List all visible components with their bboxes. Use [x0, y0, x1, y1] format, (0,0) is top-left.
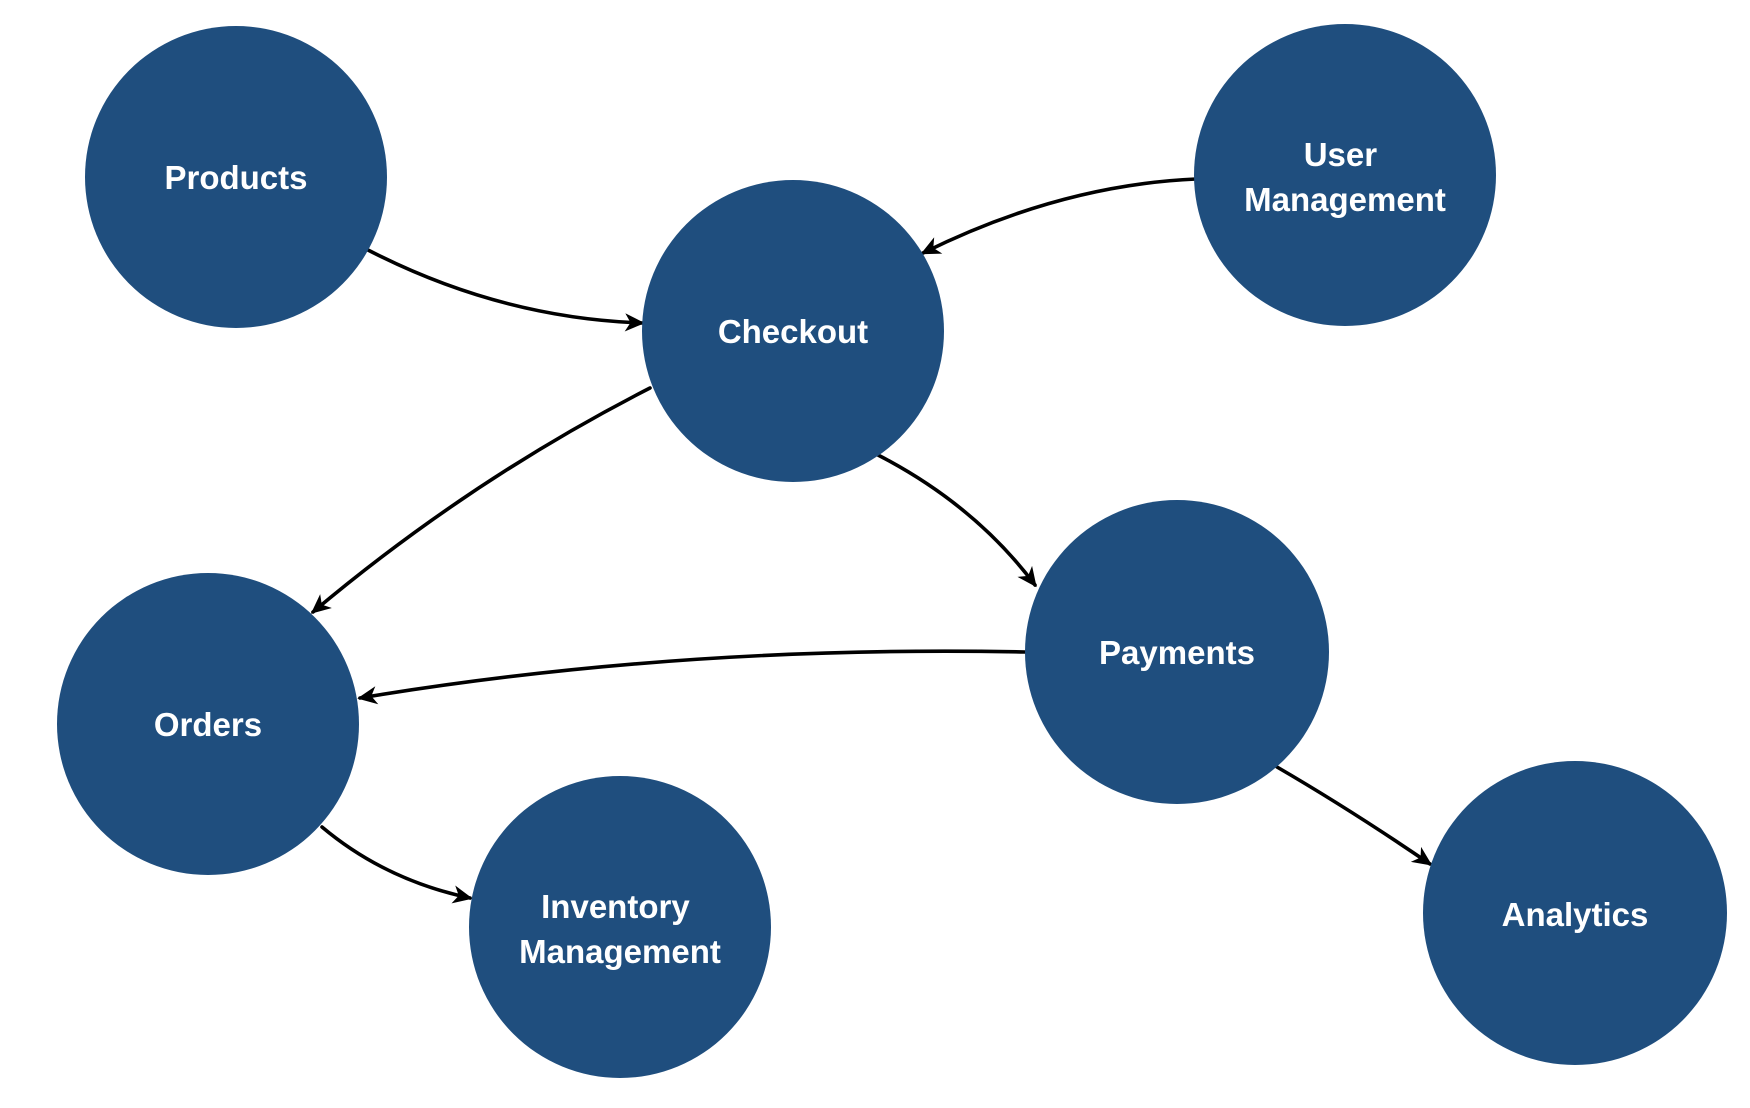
edge-checkout-to-payments [876, 453, 1037, 588]
node-products-label: Products [164, 159, 307, 196]
edge-user-management-to-checkout [920, 177, 1198, 255]
node-user-management-label: User Management [1244, 136, 1446, 218]
edge-checkout-to-orders [310, 386, 652, 614]
node-user-management-circle [1194, 24, 1496, 326]
node-analytics-label: Analytics [1502, 896, 1649, 933]
node-payments-circle [1025, 500, 1329, 804]
node-analytics[interactable]: Analytics [1423, 761, 1727, 1065]
node-inventory-management-circle [469, 776, 771, 1078]
edge-layer [310, 177, 1433, 904]
node-orders-label: Orders [154, 706, 262, 743]
node-user-management[interactable]: User Management [1194, 24, 1496, 326]
node-products-circle [85, 26, 387, 328]
edge-orders-to-inventory-management [320, 825, 473, 904]
node-payments-label: Payments [1099, 634, 1255, 671]
node-products[interactable]: Products [85, 26, 387, 328]
edge-payments-to-orders [357, 649, 1027, 705]
node-checkout-label: Checkout [718, 313, 868, 350]
node-orders-circle [57, 573, 359, 875]
node-inventory-management[interactable]: Inventory Management [469, 776, 771, 1078]
edge-payments-to-analytics [1275, 765, 1433, 866]
node-checkout[interactable]: Checkout [642, 180, 944, 482]
edge-products-to-checkout [366, 248, 645, 332]
node-analytics-circle [1423, 761, 1727, 1065]
node-checkout-circle [642, 180, 944, 482]
node-payments[interactable]: Payments [1025, 500, 1329, 804]
node-orders[interactable]: Orders [57, 573, 359, 875]
node-inventory-management-label: Inventory Management [519, 888, 721, 970]
